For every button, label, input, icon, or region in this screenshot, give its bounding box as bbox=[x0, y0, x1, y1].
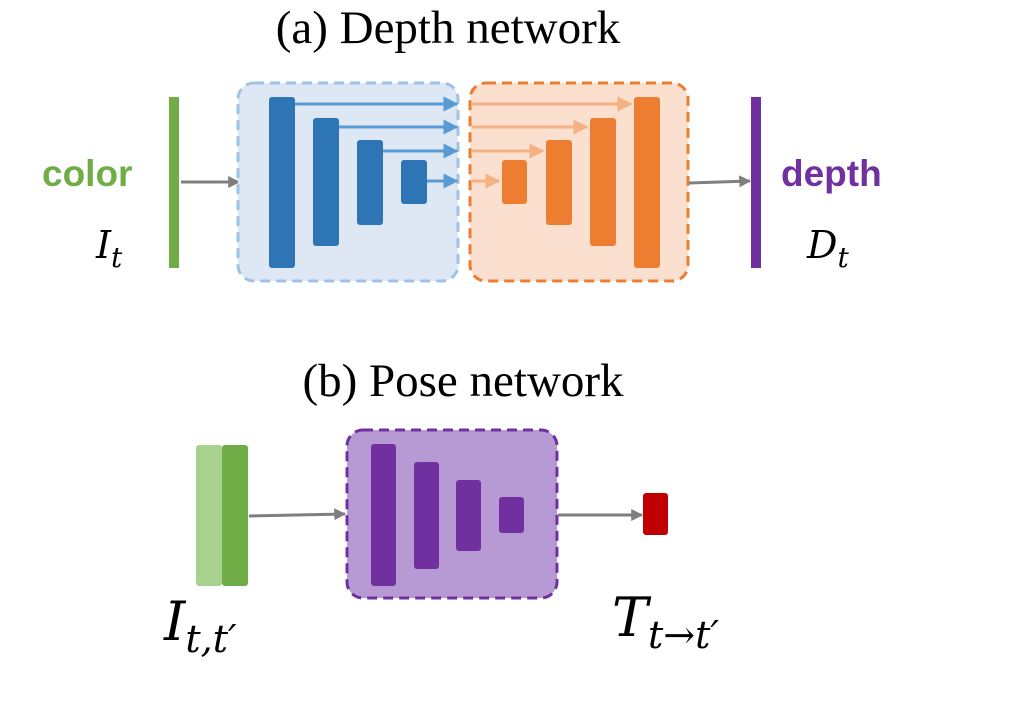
color-input-bar bbox=[169, 97, 179, 268]
decoder-box bbox=[468, 81, 690, 283]
pose-input-frame-back bbox=[196, 445, 222, 586]
pose-output-symbol: Tt→t′ bbox=[612, 586, 719, 657]
decoder-layer-2 bbox=[546, 140, 572, 225]
output-depth-symbol-main: D bbox=[806, 223, 837, 267]
pose-input-symbol-subscript: t,t′ bbox=[185, 617, 237, 661]
output-depth-symbol-subscript: t bbox=[837, 241, 849, 274]
pose-output-symbol-main: T bbox=[612, 586, 652, 649]
encoder-layer-3 bbox=[357, 140, 383, 225]
pose-network-box bbox=[345, 428, 559, 600]
pose-network-title: (b) Pose network bbox=[302, 355, 624, 407]
pose-layer-1 bbox=[371, 444, 396, 586]
depth-output-bar bbox=[751, 97, 761, 268]
encoder-layer-2 bbox=[313, 118, 339, 246]
encoder-layer-1 bbox=[269, 97, 295, 268]
decoder-to-output-arrow bbox=[688, 175, 752, 188]
pose-layer-2 bbox=[414, 462, 439, 569]
depth-network-title: (a) Depth network bbox=[276, 2, 621, 54]
input-image-symbol: It bbox=[95, 223, 123, 274]
decoder-layer-4 bbox=[634, 97, 660, 268]
encoder-layer-4 bbox=[401, 160, 427, 204]
input-image-symbol-subscript: t bbox=[111, 241, 123, 274]
pose-layer-3 bbox=[456, 480, 481, 551]
decoder-layer-3 bbox=[590, 118, 616, 246]
decoder-layer-1 bbox=[502, 160, 527, 204]
output-depth-symbol: Dt bbox=[806, 223, 849, 274]
pose-input-frame-front bbox=[222, 445, 248, 586]
depth-output-label: depth bbox=[781, 153, 882, 194]
pose-input-to-network-arrow bbox=[248, 508, 347, 521]
color-input-label: color bbox=[42, 153, 132, 194]
input-image-symbol-main: I bbox=[95, 223, 112, 267]
pose-layer-4 bbox=[499, 497, 524, 533]
pose-input-symbol-main: I bbox=[163, 590, 187, 653]
pose-output-block bbox=[643, 493, 668, 535]
pose-input-symbol: It,t′ bbox=[163, 590, 237, 661]
pose-output-symbol-subscript: t→t′ bbox=[648, 613, 719, 657]
